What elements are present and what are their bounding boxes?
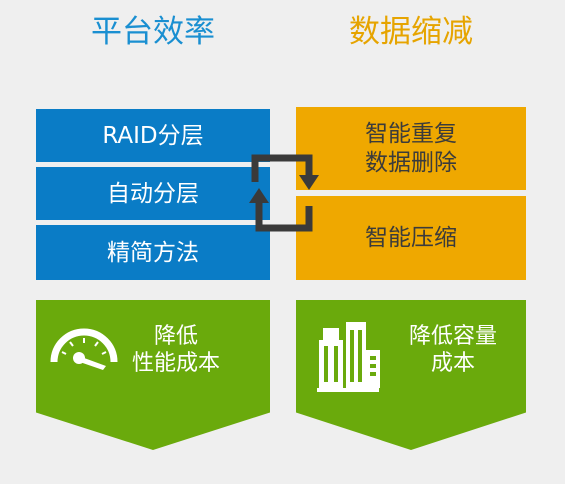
raid-tiering-label: RAID分层 [102,122,204,149]
dedup-box: 智能重复 数据删除 [296,107,526,190]
performance-cost-line1: 降低 [153,324,198,349]
cycle-arrows-icon [238,148,322,234]
performance-cost-text: 降低 性能成本 [118,323,234,377]
performance-cost-box [36,300,270,450]
thin-provisioning-label: 精简方法 [107,239,199,266]
gauge-icon [48,322,120,372]
performance-cost-line2: 性能成本 [131,351,220,376]
capacity-cost-text: 降低容量 成本 [390,323,516,377]
data-reduction-title: 数据缩减 [349,14,473,50]
building-icon [314,320,384,392]
capacity-cost-line2: 成本 [430,351,475,376]
raid-tiering-box: RAID分层 [36,109,270,162]
dedup-label-line2: 数据删除 [365,149,457,176]
dedup-label-line1: 智能重复 [365,120,457,147]
thin-provisioning-box: 精简方法 [36,225,270,280]
compression-label: 智能压缩 [365,224,457,251]
auto-tiering-box: 自动分层 [36,167,270,220]
auto-tiering-label: 自动分层 [107,180,199,207]
capacity-cost-line1: 降低容量 [408,324,497,349]
compression-box: 智能压缩 [296,196,526,280]
platform-efficiency-title: 平台效率 [91,14,215,50]
